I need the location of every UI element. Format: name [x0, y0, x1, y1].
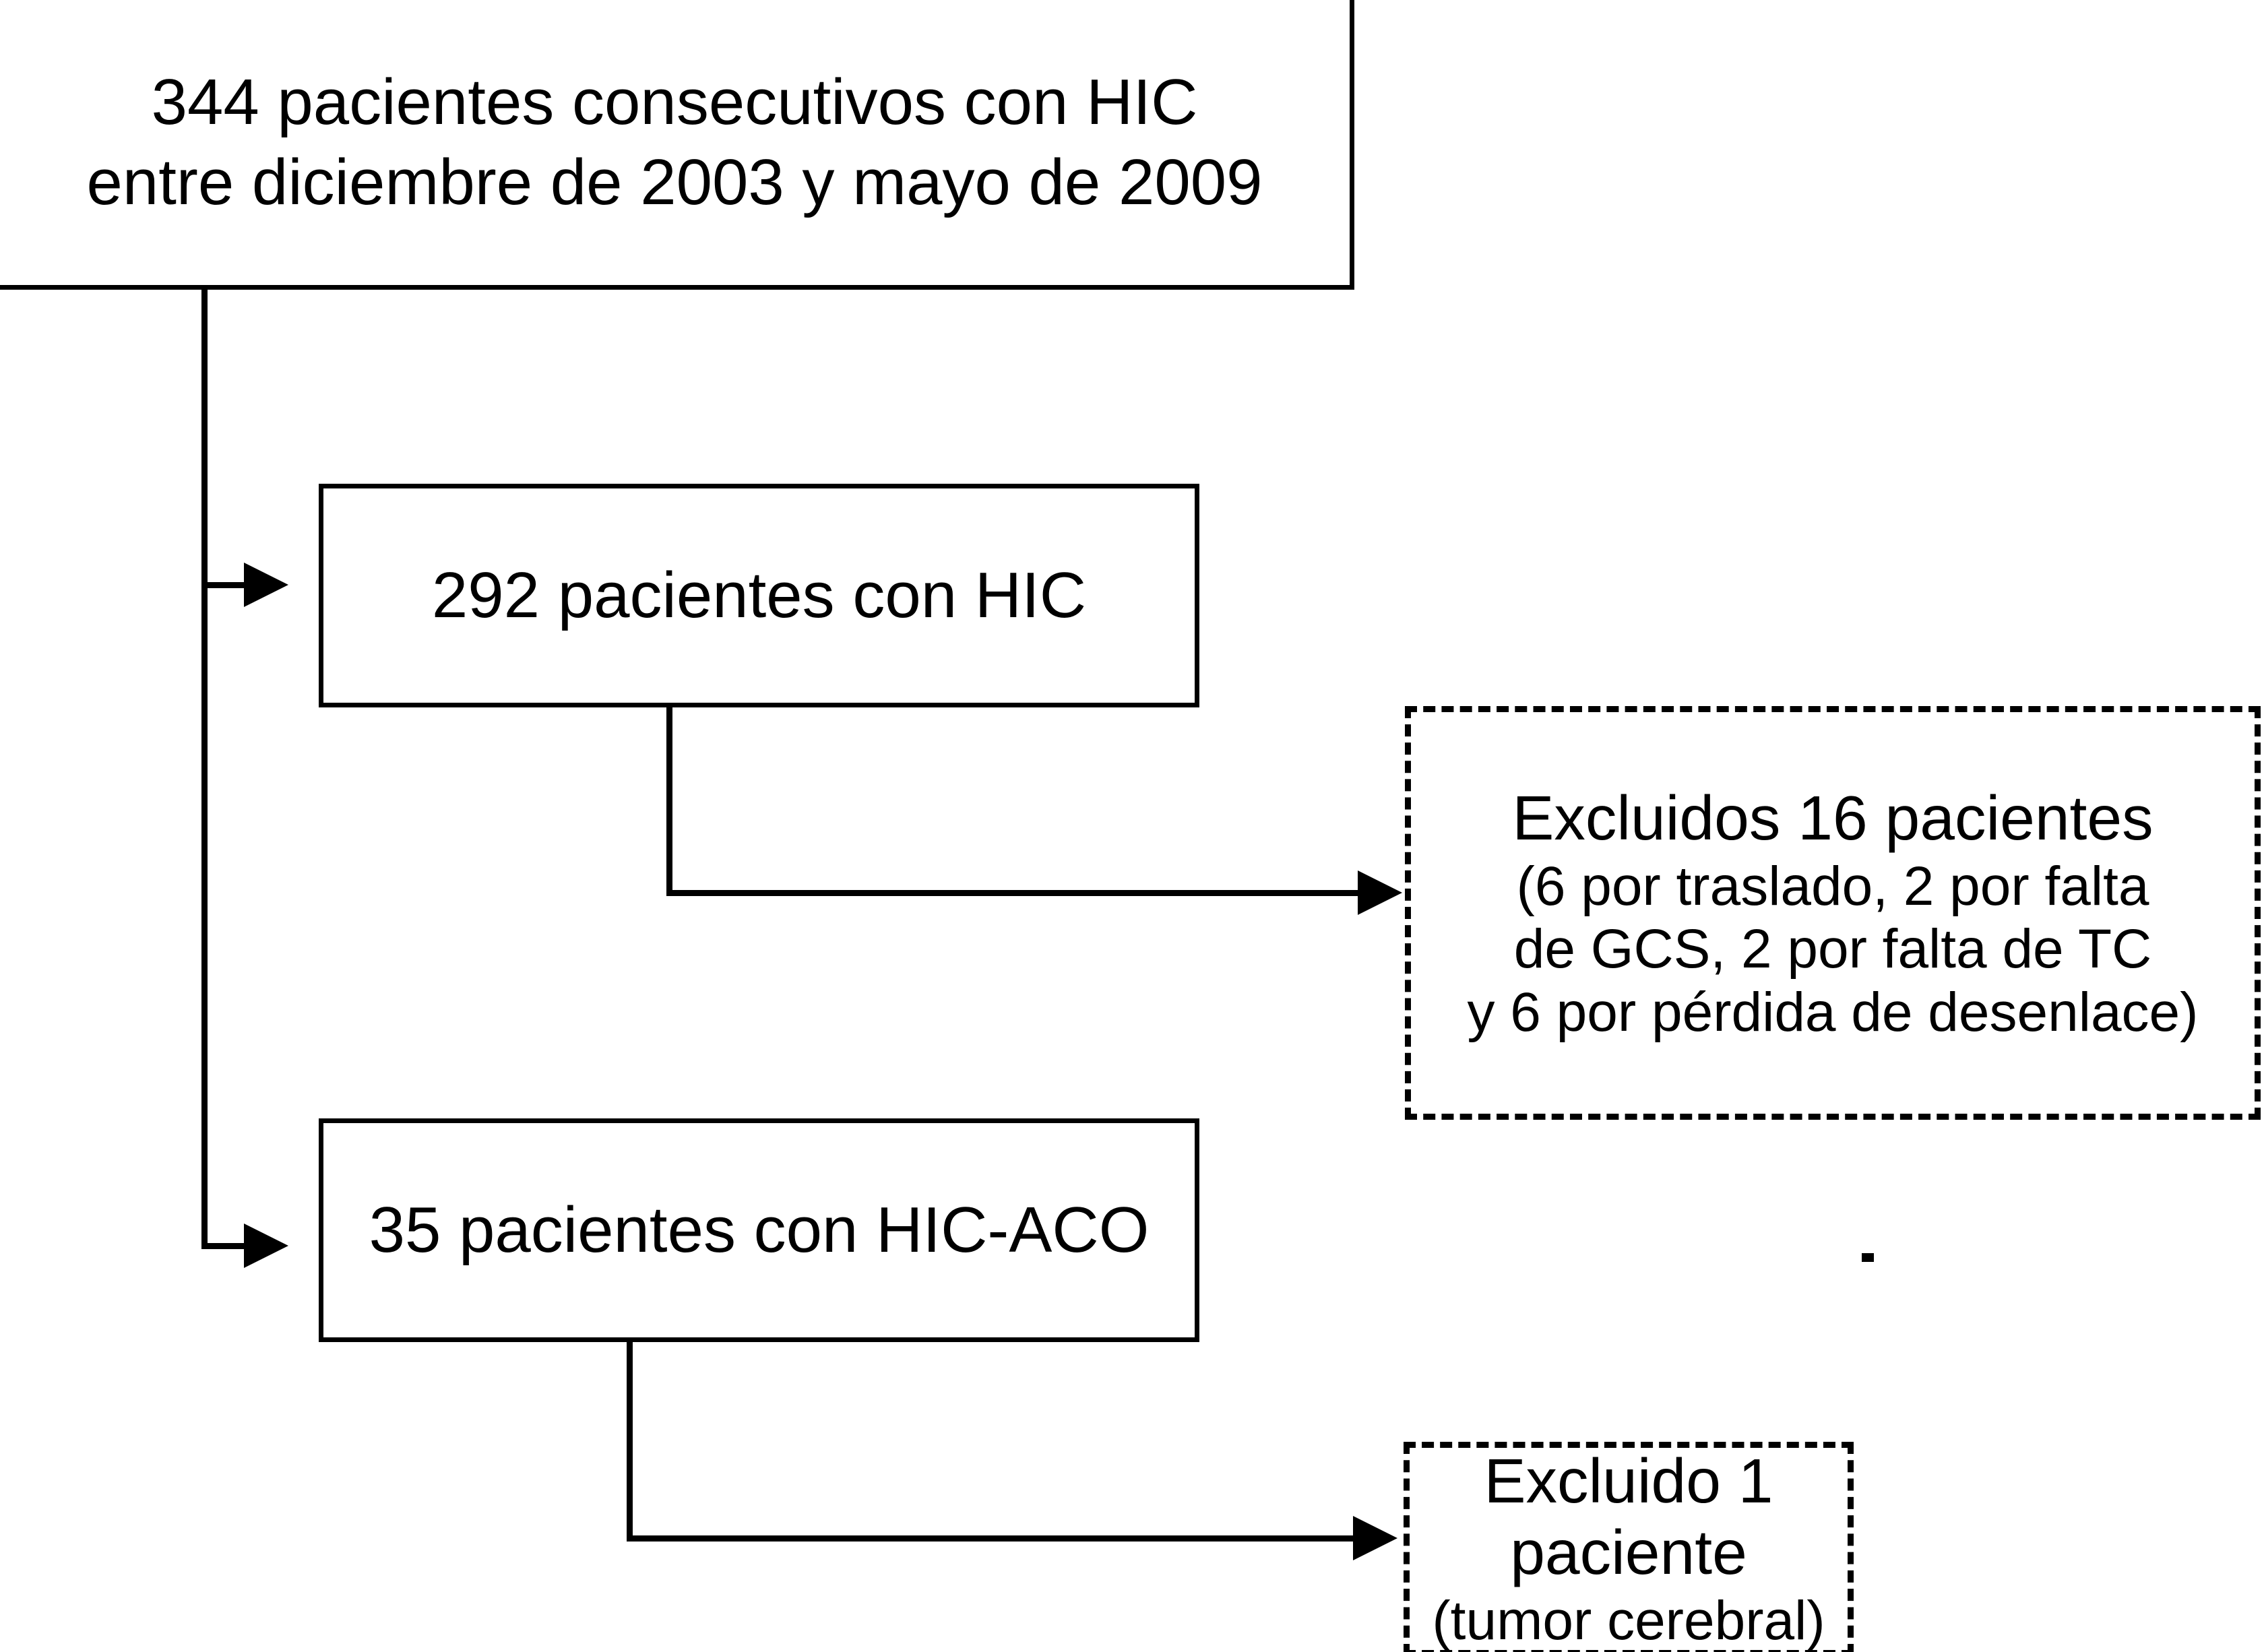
excluded-16-line-4: y 6 por pérdida de desenlace): [1467, 981, 2199, 1043]
hic-aco-box: 35 pacientes con HIC-ACO: [319, 1118, 1199, 1342]
cohort-box-line-2: entre diciembre de 2003 y mayo de 2009: [86, 146, 1263, 218]
cohort-box: 344 pacientes consecutivos con HIC entre…: [0, 0, 1354, 290]
hic-aco-box-line-1: 35 pacientes con HIC-ACO: [369, 1194, 1150, 1267]
arrowhead-to-hic-icon: [244, 563, 288, 607]
hic-box-line-1: 292 pacientes con HIC: [431, 559, 1087, 632]
stray-ink-dot: [1862, 1253, 1874, 1262]
excluded-16-line-2: (6 por traslado, 2 por falta: [1516, 855, 2149, 917]
excluded-16-line-3: de GCS, 2 por falta de TC: [1513, 918, 2152, 980]
arrowhead-to-hic-aco-icon: [244, 1224, 288, 1268]
excluded-16-box: Excluidos 16 pacientes (6 por traslado, …: [1405, 706, 2261, 1120]
connector-to-excluded1-horizontal: [627, 1535, 1356, 1542]
connector-to-hic-aco-horizontal: [201, 1243, 246, 1249]
excluded-1-line-1: Excluido 1 paciente: [1484, 1446, 1773, 1588]
connector-trunk-vertical: [201, 290, 208, 1249]
connector-to-excluded16-horizontal: [666, 890, 1360, 896]
excluded-1-box: Excluido 1 paciente (tumor cerebral): [1404, 1442, 1854, 1652]
excluded-16-line-1: Excluidos 16 pacientes: [1512, 782, 2153, 853]
excluded-1-line-2: (tumor cerebral): [1432, 1590, 1825, 1652]
connector-to-hic-horizontal: [201, 582, 246, 588]
connector-to-excluded1-vertical: [627, 1339, 633, 1542]
cohort-box-line-1: 344 pacientes consecutivos con HIC: [151, 65, 1198, 138]
arrowhead-to-excluded1-icon: [1353, 1516, 1397, 1560]
connector-to-excluded16-vertical: [666, 705, 672, 896]
hic-box: 292 pacientes con HIC: [319, 484, 1199, 707]
arrowhead-to-excluded16-icon: [1358, 870, 1402, 915]
